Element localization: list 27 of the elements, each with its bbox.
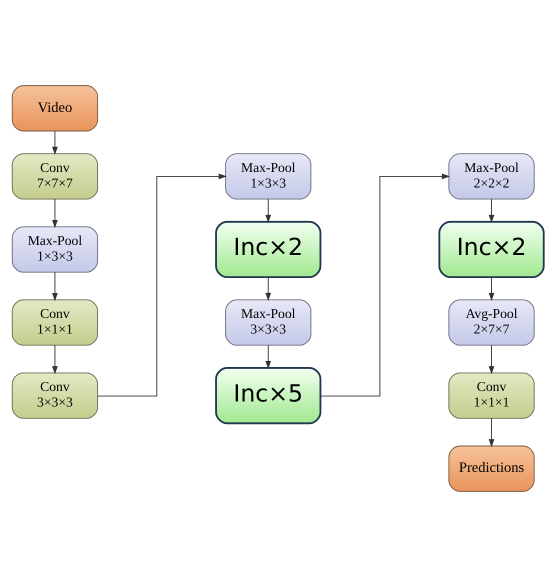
arrow xyxy=(52,344,58,374)
node-box: Max-Pool 1×3×3 xyxy=(225,153,312,200)
arrow xyxy=(52,198,58,228)
arrow xyxy=(265,277,272,302)
arrow xyxy=(52,130,58,155)
arrow xyxy=(97,174,227,397)
node-box: Inc×5 xyxy=(215,367,322,424)
arrow xyxy=(265,344,272,370)
arrow xyxy=(320,174,450,397)
node-box: Conv 7×7×7 xyxy=(12,153,98,200)
arrow xyxy=(488,198,494,223)
node-box: Inc×2 xyxy=(215,220,322,278)
node-box: Conv 1×1×1 xyxy=(448,372,535,419)
node-box: Conv 3×3×3 xyxy=(12,372,98,419)
node-box: Max-Pool 2×2×2 xyxy=(448,153,535,200)
arrow xyxy=(488,277,494,302)
node-box: Conv 1×1×1 xyxy=(12,299,98,346)
arrow xyxy=(52,272,58,302)
node-box: Video xyxy=(12,85,98,132)
node-box: Predictions xyxy=(448,446,535,492)
node-box: Max-Pool 1×3×3 xyxy=(12,226,98,273)
node-box: Max-Pool 3×3×3 xyxy=(225,299,312,346)
node-box: Inc×2 xyxy=(438,220,545,278)
arrow xyxy=(488,418,494,448)
node-box: Avg-Pool 2×7×7 xyxy=(448,299,535,346)
arrow xyxy=(265,198,272,223)
arrow xyxy=(488,344,494,374)
